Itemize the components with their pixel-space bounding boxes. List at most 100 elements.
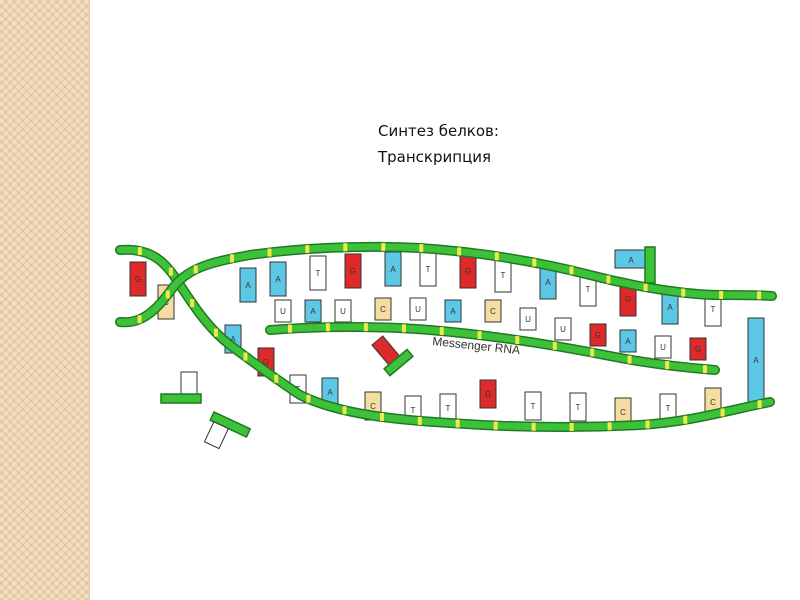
template-base-rect-8 — [524, 391, 542, 421]
phosphate-tick-1-590 — [681, 288, 686, 297]
coding-base-rect-14-label: T — [711, 305, 716, 314]
mrna-base-rect-0 — [274, 299, 292, 323]
template-base-rect-5-label: T — [411, 406, 416, 415]
coding-base-10: A — [539, 264, 557, 300]
coding-base-rect-13-label: A — [667, 303, 673, 312]
coding-base-3: A — [269, 261, 287, 297]
mrna-base-rect-6-label: C — [490, 307, 496, 316]
phosphate-tick-0-552 — [607, 422, 612, 431]
mrna-base-rect-5-label: A — [450, 307, 456, 316]
coding-base-9: T — [494, 257, 512, 293]
phosphate-tick-0-438 — [493, 421, 498, 430]
side-panel-edge — [88, 0, 90, 600]
template-base-13: A — [747, 317, 765, 403]
phosphate-tick-0-210 — [274, 374, 279, 383]
template-base-rect-12-label: C — [710, 398, 716, 407]
phosphate-tick-2-210 — [477, 331, 482, 340]
phosphate-tick-0-324 — [380, 412, 385, 421]
coding-base-rect-2-label: A — [245, 281, 251, 290]
phosphate-tick-1-476 — [569, 266, 574, 275]
mrna-strand-fill — [266, 323, 719, 374]
mrna-base-rect-9-label: G — [595, 331, 601, 340]
mrna-base-rect-12-label: G — [695, 345, 701, 354]
phosphate-tick-0-400 — [455, 419, 460, 428]
coding-base-rect-9-label: T — [501, 271, 506, 280]
mrna-base-rect-1-label: A — [310, 307, 316, 316]
phosphate-tick-2-248 — [515, 335, 520, 344]
coding-base-5: G — [344, 253, 362, 289]
mrna-base-rect-3 — [374, 297, 392, 321]
phosphate-tick-0-20 — [137, 247, 142, 256]
phosphate-tick-2-58 — [325, 323, 330, 332]
template-base-rect-4-label: C — [370, 402, 376, 411]
mrna-base-rect-9 — [589, 323, 607, 347]
phosphate-tick-0-666 — [720, 408, 725, 417]
phosphate-tick-0-172 — [243, 352, 248, 361]
phosphate-tick-1-552 — [643, 283, 648, 292]
mrna-base-rect-7-label: U — [525, 315, 531, 324]
mrna-base-7: U — [519, 307, 537, 331]
phosphate-tick-2-362 — [627, 355, 632, 364]
phosphate-tick-0-362 — [417, 416, 422, 425]
mrna-base-rect-8-label: U — [560, 325, 566, 334]
mrna-base-rect-8 — [554, 317, 572, 341]
svg-text:A: A — [628, 256, 634, 265]
mrna-base-6: C — [484, 299, 502, 323]
coding-base-rect-5-label: G — [350, 267, 356, 276]
template-base-8: T — [524, 391, 542, 421]
mrna-base-10: A — [619, 329, 637, 353]
coding-base-rect-11-label: T — [586, 285, 591, 294]
coding-base-rect-3 — [269, 261, 287, 297]
coding-base-rect-12-label: G — [625, 295, 631, 304]
template-base-rect-9-label: T — [576, 403, 581, 412]
coding-base-rect-3-label: A — [275, 275, 281, 284]
slide-title: Синтез белков: Транскрипция — [378, 118, 499, 170]
mrna-base-rect-6 — [484, 299, 502, 323]
phosphate-tick-2-20 — [287, 324, 292, 333]
phosphate-tick-1-96 — [193, 265, 198, 274]
template-base-10: C — [614, 397, 632, 427]
phosphate-tick-1-628 — [719, 291, 724, 300]
coding-base-2: A — [239, 267, 257, 303]
mrna-base-11: U — [654, 335, 672, 359]
phosphate-tick-0-514 — [569, 423, 574, 432]
mrna-base-rect-4 — [409, 297, 427, 321]
phosphate-tick-2-286 — [552, 341, 557, 350]
coding-base-8: G — [459, 253, 477, 289]
mrna-base-rect-0-label: U — [280, 307, 286, 316]
template-base-rect-8-label: T — [531, 402, 536, 411]
phosphate-tick-0-134 — [213, 328, 218, 337]
template-base-rect-6-label: T — [446, 404, 451, 413]
coding-base-rect-4-label: T — [316, 269, 321, 278]
phosphate-tick-0-476 — [531, 422, 536, 431]
phosphate-tick-2-172 — [439, 327, 444, 336]
phosphate-tick-1-134 — [229, 254, 234, 263]
phosphate-tick-2-96 — [363, 323, 368, 332]
mrna-base-2: U — [334, 299, 352, 323]
template-base-rect-9 — [569, 392, 587, 422]
phosphate-tick-1-438 — [532, 258, 537, 267]
phosphate-tick-1-286 — [381, 242, 386, 251]
mrna-base-rect-10 — [619, 329, 637, 353]
coding-base-rect-7-label: T — [426, 265, 431, 274]
mrna-base-rect-7 — [519, 307, 537, 331]
phosphate-ticks — [137, 242, 762, 432]
phosphate-tick-1-666 — [757, 291, 762, 300]
coding-base-4: T — [309, 255, 327, 291]
phosphate-tick-0-248 — [306, 394, 311, 403]
template-base-rect-0-label: A — [230, 335, 236, 344]
coding-base-rect-0 — [129, 261, 147, 297]
phosphate-tick-0-590 — [645, 420, 650, 429]
phosphate-tick-0-96 — [190, 299, 195, 308]
template-base-rect-7-label: G — [485, 390, 491, 399]
free-nucleotide-a: A — [614, 246, 656, 284]
phosphate-tick-1-172 — [267, 248, 272, 257]
coding-base-6: A — [384, 251, 402, 287]
phosphate-tick-1-514 — [606, 275, 611, 284]
template-base-9: T — [569, 392, 587, 422]
free-nucleotides: A — [160, 246, 656, 450]
mrna-base-1: A — [304, 299, 322, 323]
free-nucleotide-t1 — [160, 371, 202, 404]
template-base-rect-7 — [479, 379, 497, 409]
template-base-rect-10-label: C — [620, 408, 626, 417]
